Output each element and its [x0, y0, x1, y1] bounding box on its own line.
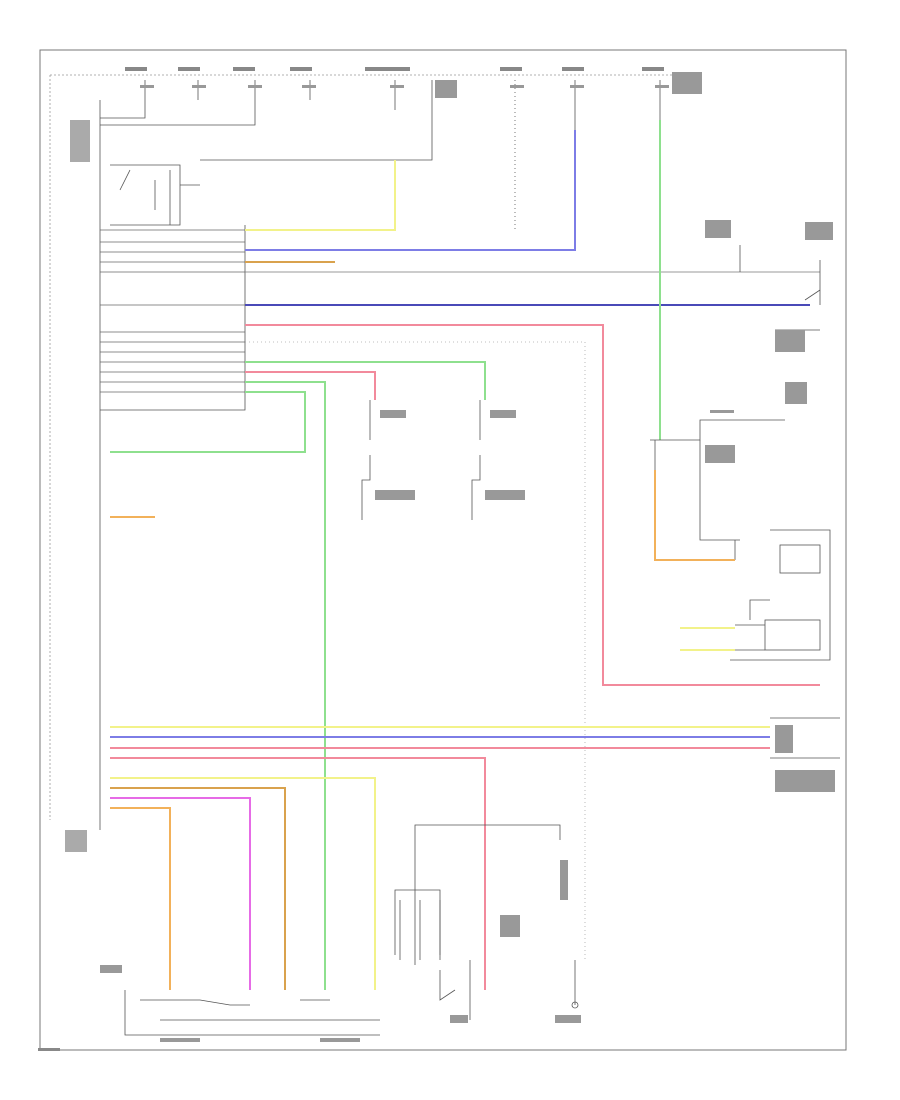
wire-blue-a: [245, 130, 576, 251]
connector-bracket-a: [100, 225, 246, 411]
right-connector-labels: [775, 725, 835, 792]
mid-relay-labels: [375, 410, 525, 500]
wire-red-mid: [245, 371, 376, 400]
wire-yellow-top: [245, 160, 396, 231]
wire-orange-down-a: [110, 787, 286, 990]
right-connector: [770, 717, 840, 759]
relay-switch: [110, 164, 200, 226]
footer-code: [38, 1048, 60, 1051]
lamp-icon: [571, 1001, 579, 1009]
fuse-labels: [125, 67, 664, 71]
right-top-labels: [705, 220, 833, 352]
bottom-labels: [100, 860, 581, 1042]
wire-orange-down-b: [110, 807, 171, 990]
right-top-switches: [739, 245, 821, 331]
wire-yellow-down: [110, 777, 376, 990]
right-ecu-labels: [705, 382, 807, 463]
bottom-switch-assembly: [124, 824, 576, 1036]
combination-meter: [730, 529, 831, 661]
fuse-tags: [140, 72, 702, 98]
mid-relays: [361, 400, 481, 520]
wire-green-down: [245, 381, 326, 990]
wire-green-mid: [245, 361, 486, 400]
grey-bus-lines: [100, 229, 245, 393]
wire-magenta-down: [110, 797, 251, 990]
right-ecu: [650, 419, 785, 560]
wire-green-loop: [110, 391, 306, 453]
wire-red-right: [245, 324, 820, 686]
wire-grey-dashed: [245, 341, 586, 960]
left-ecu-labels: [65, 120, 90, 852]
wire-orange-right: [654, 470, 735, 561]
wire-red-down: [110, 757, 486, 990]
fuse-drops: [100, 80, 661, 230]
diagram-frame: [39, 49, 847, 1051]
